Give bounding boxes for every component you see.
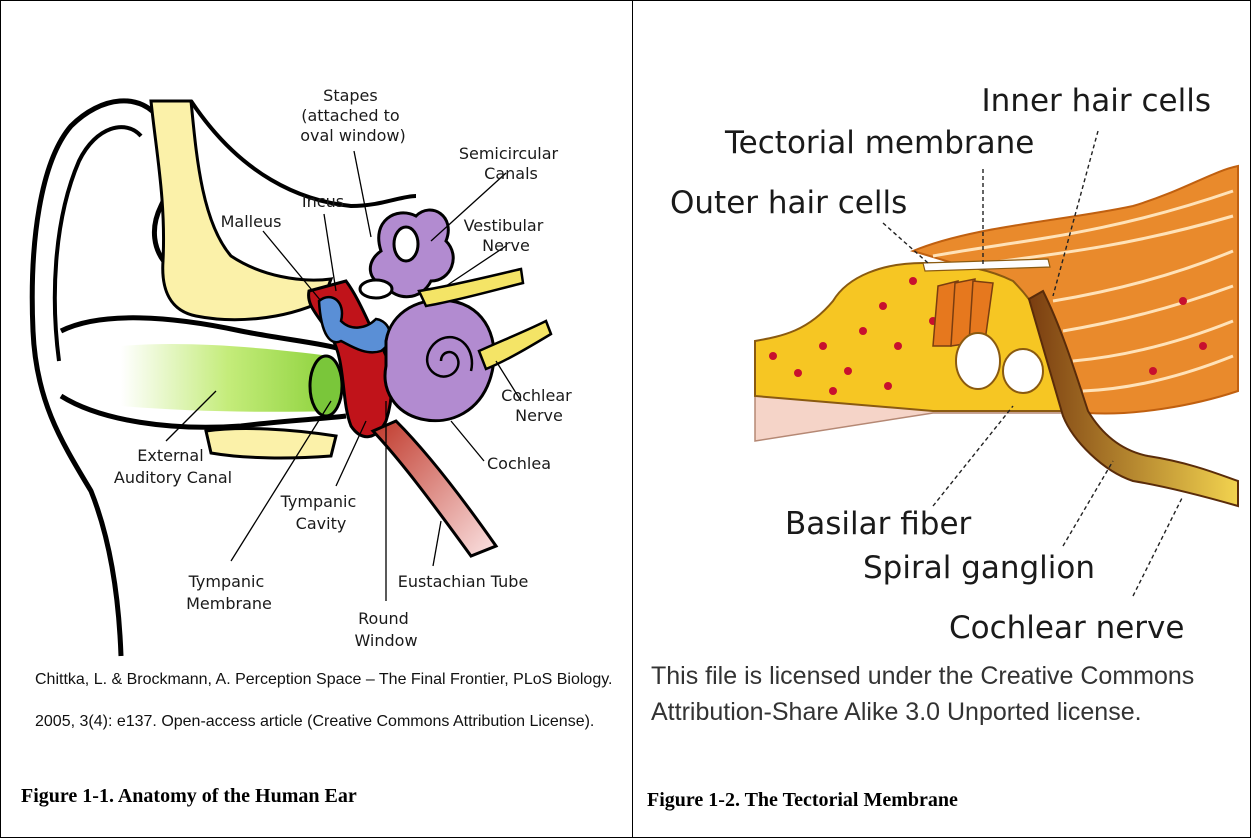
label-round-window-line-1: Round <box>358 609 409 628</box>
ear-canal-outline <box>61 318 341 349</box>
label-round-window-line-2: Window <box>354 631 417 650</box>
label-round-window: Round Window <box>354 609 417 650</box>
label-vestibular-line-2: Nerve <box>482 236 530 255</box>
figure-2-cell: Inner hair cells Tectorial membrane Oute… <box>632 0 1251 838</box>
label-tympanic-membrane: Tympanic Membrane <box>186 572 272 613</box>
label-incus: Incus <box>302 192 344 211</box>
label-tympanic-cavity: Tympanic Cavity <box>280 492 362 533</box>
label-stapes-line-2: (attached to <box>301 106 399 125</box>
label-outer-hair-cells: Outer hair cells <box>670 185 907 221</box>
label-cochlear-nerve-2: Cochlear nerve <box>949 610 1184 646</box>
figure-1-cell: Stapes (attached to oval window) Semicir… <box>0 0 633 838</box>
canal-loop-2 <box>360 280 392 298</box>
figure-2-caption: Figure 1-2. The Tectorial Membrane <box>647 789 958 812</box>
label-stapes-line-3: oval window) <box>300 126 406 145</box>
figure-2-license-line-2: Attribution-Share Alike 3.0 Unported lic… <box>651 698 1142 727</box>
label-cochlear-nerve-line-2: Nerve <box>515 406 563 425</box>
label-semicircular-line-2: Canals <box>484 164 538 183</box>
label-external-line-2: Auditory Canal <box>114 468 232 487</box>
temporal-bone-lower <box>206 429 336 458</box>
label-cochlea: Cochlea <box>487 454 551 473</box>
label-semicircular-line-1: Semicircular <box>459 144 559 163</box>
label-external-line-1: External <box>137 446 203 465</box>
tympanic-membrane-shape <box>310 356 342 416</box>
figure-2-license-line-1: This file is licensed under the Creative… <box>651 662 1194 691</box>
label-tympanic-cavity-line-2: Cavity <box>296 514 347 533</box>
cochlea-shape <box>385 300 494 421</box>
label-eustachian-tube: Eustachian Tube <box>398 572 529 591</box>
figure-1-credit-line-1: Chittka, L. & Brockmann, A. Perception S… <box>35 671 612 689</box>
eustachian-tube-shape <box>373 421 496 556</box>
label-cochlear-nerve-line-1: Cochlear <box>501 386 572 405</box>
label-basilar-fiber: Basilar fiber <box>785 506 972 542</box>
space-of-nuel <box>1003 349 1043 393</box>
label-vestibular-line-1: Vestibular <box>464 216 544 235</box>
label-stapes-line-1: Stapes <box>323 86 378 105</box>
label-tympanic-cavity-line-1: Tympanic <box>280 492 357 511</box>
label-stapes: Stapes (attached to oval window) <box>300 86 406 145</box>
label-malleus: Malleus <box>221 212 282 231</box>
figure-1-caption: Figure 1-1. Anatomy of the Human Ear <box>21 785 357 808</box>
label-vestibular-nerve: Vestibular Nerve <box>464 216 549 255</box>
label-tympanic-membrane-line-2: Membrane <box>186 594 272 613</box>
ear-canal <box>121 344 336 412</box>
label-spiral-ganglion: Spiral ganglion <box>863 550 1095 586</box>
label-tympanic-membrane-line-1: Tympanic <box>188 572 265 591</box>
label-tectorial-membrane: Tectorial membrane <box>724 125 1034 161</box>
label-semicircular-canals: Semicircular Canals <box>459 144 563 183</box>
tunnel-of-corti <box>956 333 1000 389</box>
canal-loop <box>394 227 418 261</box>
label-cochlear-nerve: Cochlear Nerve <box>501 386 577 425</box>
figure-1-credit-line-2: 2005, 3(4): e137. Open-access article (C… <box>35 713 594 731</box>
label-inner-hair-cells: Inner hair cells <box>982 83 1211 119</box>
